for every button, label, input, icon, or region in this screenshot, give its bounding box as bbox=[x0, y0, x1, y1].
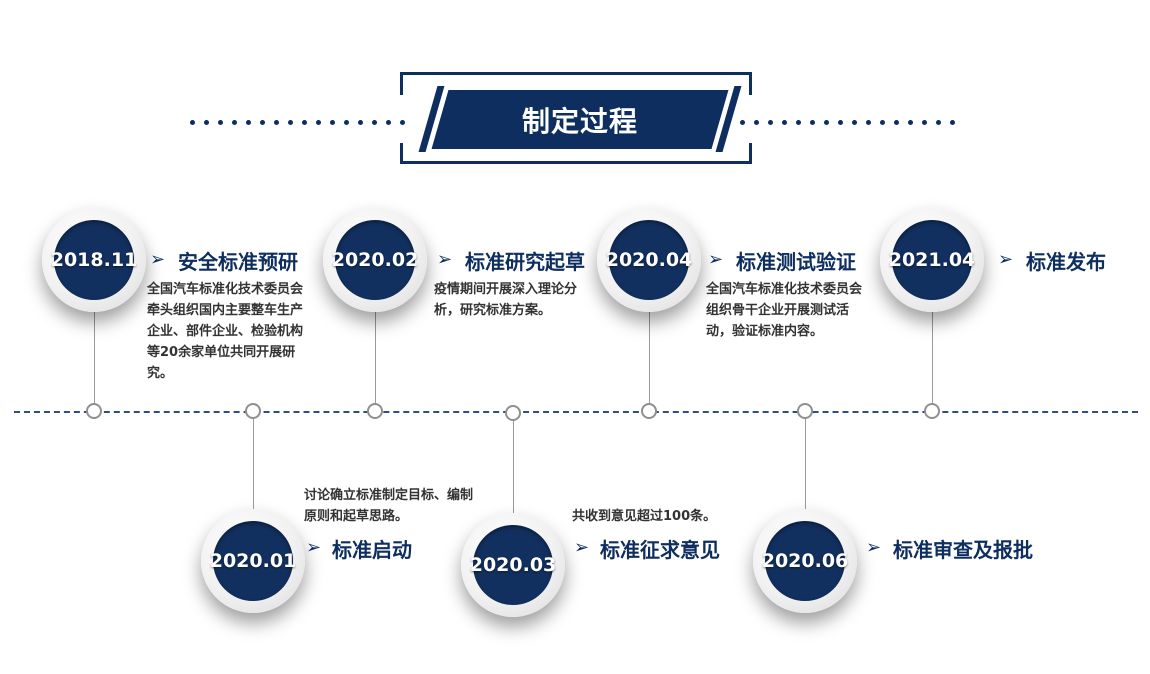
connector-2020-01 bbox=[253, 419, 254, 513]
milestone-title: 标准征求意见 bbox=[600, 538, 720, 562]
milestone-desc: 全国汽车标准化技术委员会组织骨干企业开展测试活动，验证标准内容。 bbox=[706, 282, 863, 339]
connector-2020-02 bbox=[375, 310, 376, 404]
banner-dots-right bbox=[740, 116, 955, 128]
banner-frame-gap-left bbox=[396, 95, 408, 143]
connector-2021-04 bbox=[932, 310, 933, 404]
milestone-date: 2020.01 bbox=[209, 550, 297, 572]
timeline-node bbox=[367, 403, 383, 419]
date-circle-2020-01: 2020.01 bbox=[201, 509, 305, 613]
milestone-title: 安全标准预研 bbox=[178, 250, 298, 274]
banner-frame-gap-right bbox=[744, 95, 756, 143]
milestone-date: 2018.11 bbox=[50, 249, 138, 271]
date-circle-2020-03: 2020.03 bbox=[461, 513, 565, 617]
connector-2020-04 bbox=[649, 310, 650, 404]
connector-2020-06 bbox=[805, 419, 806, 516]
milestone-title: 标准启动 bbox=[332, 538, 412, 562]
arrow-icon: ➢ bbox=[866, 537, 882, 558]
timeline-line bbox=[14, 411, 1138, 413]
arrow-icon: ➢ bbox=[306, 537, 322, 558]
page-title: 制定过程 bbox=[521, 104, 638, 138]
arrow-icon: ➢ bbox=[708, 249, 724, 270]
milestone-date: 2020.02 bbox=[331, 249, 419, 271]
connector-2020-03 bbox=[513, 421, 514, 516]
date-circle-2018-11: 2018.11 bbox=[42, 208, 146, 312]
milestone-title: 标准审查及报批 bbox=[893, 538, 1033, 562]
arrow-icon: ➢ bbox=[574, 537, 590, 558]
date-circle-2021-04: 2021.04 bbox=[880, 208, 984, 312]
connector-2018-11 bbox=[94, 310, 95, 404]
date-circle-2020-02: 2020.02 bbox=[323, 208, 427, 312]
milestone-date: 2020.03 bbox=[469, 554, 557, 576]
timeline-node bbox=[797, 403, 813, 419]
milestone-desc: 疫情期间开展深入理论分析，研究标准方案。 bbox=[434, 282, 578, 318]
milestone-desc: 共收到意见超过100条。 bbox=[572, 509, 717, 524]
banner-dots-left bbox=[190, 116, 405, 128]
arrow-icon: ➢ bbox=[150, 249, 166, 270]
timeline-node bbox=[924, 403, 940, 419]
milestone-date: 2021.04 bbox=[888, 249, 976, 271]
milestone-desc: 讨论确立标准制定目标、编制原则和起草思路。 bbox=[304, 488, 474, 524]
timeline-node bbox=[86, 403, 102, 419]
milestone-title: 标准测试验证 bbox=[736, 250, 856, 274]
milestone-title: 标准发布 bbox=[1026, 250, 1106, 274]
milestone-date: 2020.04 bbox=[605, 249, 693, 271]
date-circle-2020-04: 2020.04 bbox=[597, 208, 701, 312]
milestone-title: 标准研究起草 bbox=[465, 250, 585, 274]
timeline-node bbox=[505, 405, 521, 421]
date-circle-2020-06: 2020.06 bbox=[753, 509, 857, 613]
timeline-node bbox=[245, 403, 261, 419]
milestone-desc: 全国汽车标准化技术委员会牵头组织国内主要整车生产企业、部件企业、检验机构等20余… bbox=[147, 282, 304, 381]
arrow-icon: ➢ bbox=[437, 249, 453, 270]
milestone-date: 2020.06 bbox=[761, 550, 849, 572]
timeline-node bbox=[641, 403, 657, 419]
arrow-icon: ➢ bbox=[998, 249, 1014, 270]
